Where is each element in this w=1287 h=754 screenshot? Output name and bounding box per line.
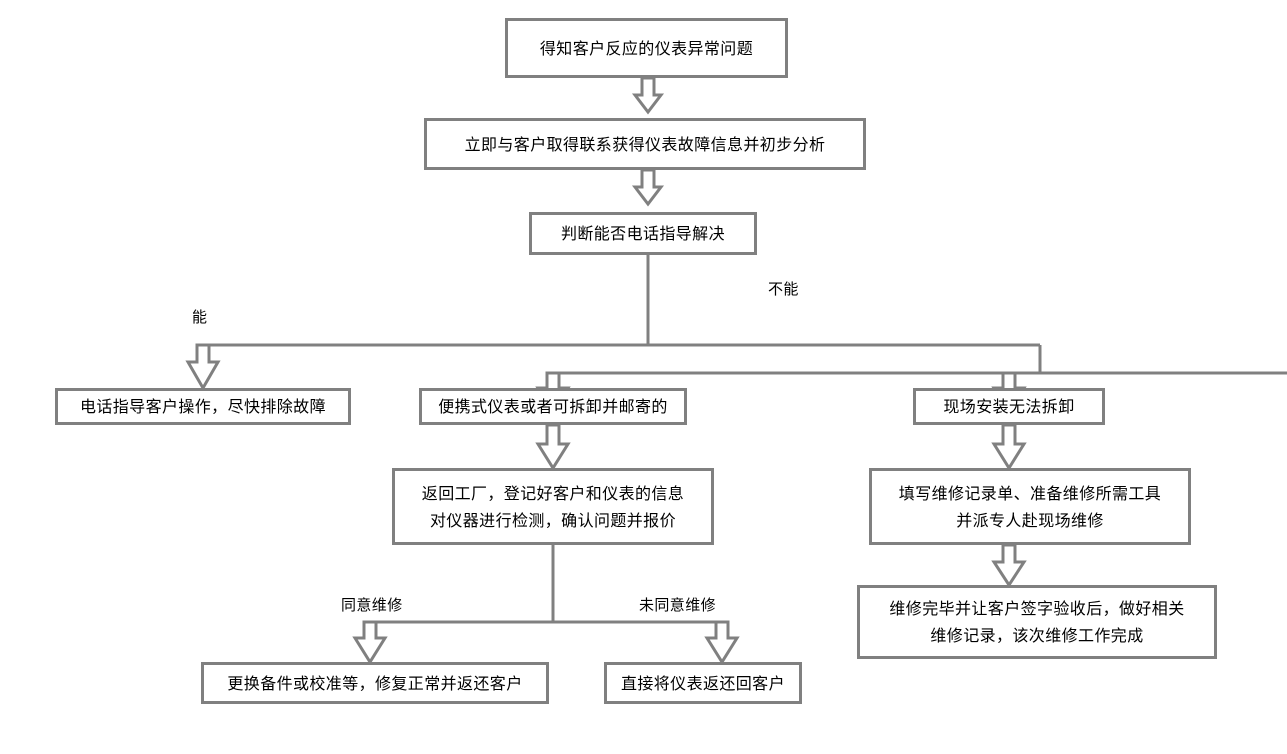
node-phone-guidance-decision[interactable]: 判断能否电话指导解决	[529, 212, 757, 255]
node-label: 立即与客户取得联系获得仪表故障信息并初步分析	[464, 134, 826, 154]
node-return-instrument-directly[interactable]: 直接将仪表返还回客户	[604, 662, 802, 704]
arrow-n6-to-worksheet	[991, 423, 1027, 471]
arrow-n8-to-completion	[991, 543, 1027, 588]
node-label-line-1: 返回工厂，登记好客户和仪表的信息	[421, 483, 685, 503]
node-portable-instrument[interactable]: 便携式仪表或者可拆卸并邮寄的	[419, 388, 687, 425]
node-issue-report[interactable]: 得知客户反应的仪表异常问题	[505, 18, 788, 78]
node-label-line-2: 对仪器进行检测，确认问题并报价	[429, 510, 676, 530]
node-onsite-installed[interactable]: 现场安装无法拆卸	[913, 388, 1105, 425]
node-label-line-2: 并派专人赴现场维修	[956, 510, 1104, 530]
node-fill-repair-worksheet[interactable]: 填写维修记录单、准备维修所需工具 并派专人赴现场维修	[869, 468, 1191, 545]
node-label-line-2: 维修记录，该次维修工作完成	[930, 626, 1144, 645]
edge-label-unable: 不能	[768, 278, 799, 299]
node-label: 得知客户反应的仪表异常问题	[539, 38, 754, 58]
node-replace-parts-return[interactable]: 更换备件或校准等，修复正常并返还客户	[201, 662, 549, 704]
edge-label-text: 能	[192, 308, 208, 326]
node-contact-customer[interactable]: 立即与客户取得联系获得仪表故障信息并初步分析	[424, 118, 866, 170]
node-label: 判断能否电话指导解决	[560, 224, 725, 243]
edge-label-able: 能	[192, 306, 207, 327]
node-label-line-1: 维修完毕并让客户签字验收后，做好相关	[889, 599, 1185, 618]
edge-label-agree-repair: 同意维修	[341, 594, 403, 615]
arrow-n5-to-factory	[535, 423, 571, 471]
edge-label-decline-repair: 未同意维修	[639, 594, 716, 615]
arrow-n1-to-n2	[631, 76, 665, 115]
node-label: 更换备件或校准等，修复正常并返还客户	[227, 673, 523, 693]
node-label: 现场安装无法拆卸	[943, 397, 1075, 416]
node-label-line-1: 填写维修记录单、准备维修所需工具	[898, 483, 1162, 503]
arrow-n2-to-n3	[631, 168, 665, 207]
arrow-disagree-to-return	[704, 620, 740, 665]
node-return-to-factory[interactable]: 返回工厂，登记好客户和仪表的信息 对仪器进行检测，确认问题并报价	[392, 468, 714, 545]
node-repair-completed[interactable]: 维修完毕并让客户签字验收后，做好相关 维修记录，该次维修工作完成	[857, 585, 1217, 659]
edge-label-text: 未同意维修	[639, 596, 717, 614]
node-label: 直接将仪表返还回客户	[620, 673, 785, 693]
node-label: 便携式仪表或者可拆卸并邮寄的	[438, 397, 668, 416]
edge-label-text: 不能	[768, 280, 799, 298]
node-label: 电话指导客户操作，尽快排除故障	[79, 397, 326, 416]
arrow-agree-to-replace-parts	[352, 620, 388, 665]
edge-label-text: 同意维修	[341, 596, 403, 614]
node-phone-guide-customer[interactable]: 电话指导客户操作，尽快排除故障	[55, 388, 351, 425]
arrow-to-electrical-guidance	[185, 343, 221, 392]
